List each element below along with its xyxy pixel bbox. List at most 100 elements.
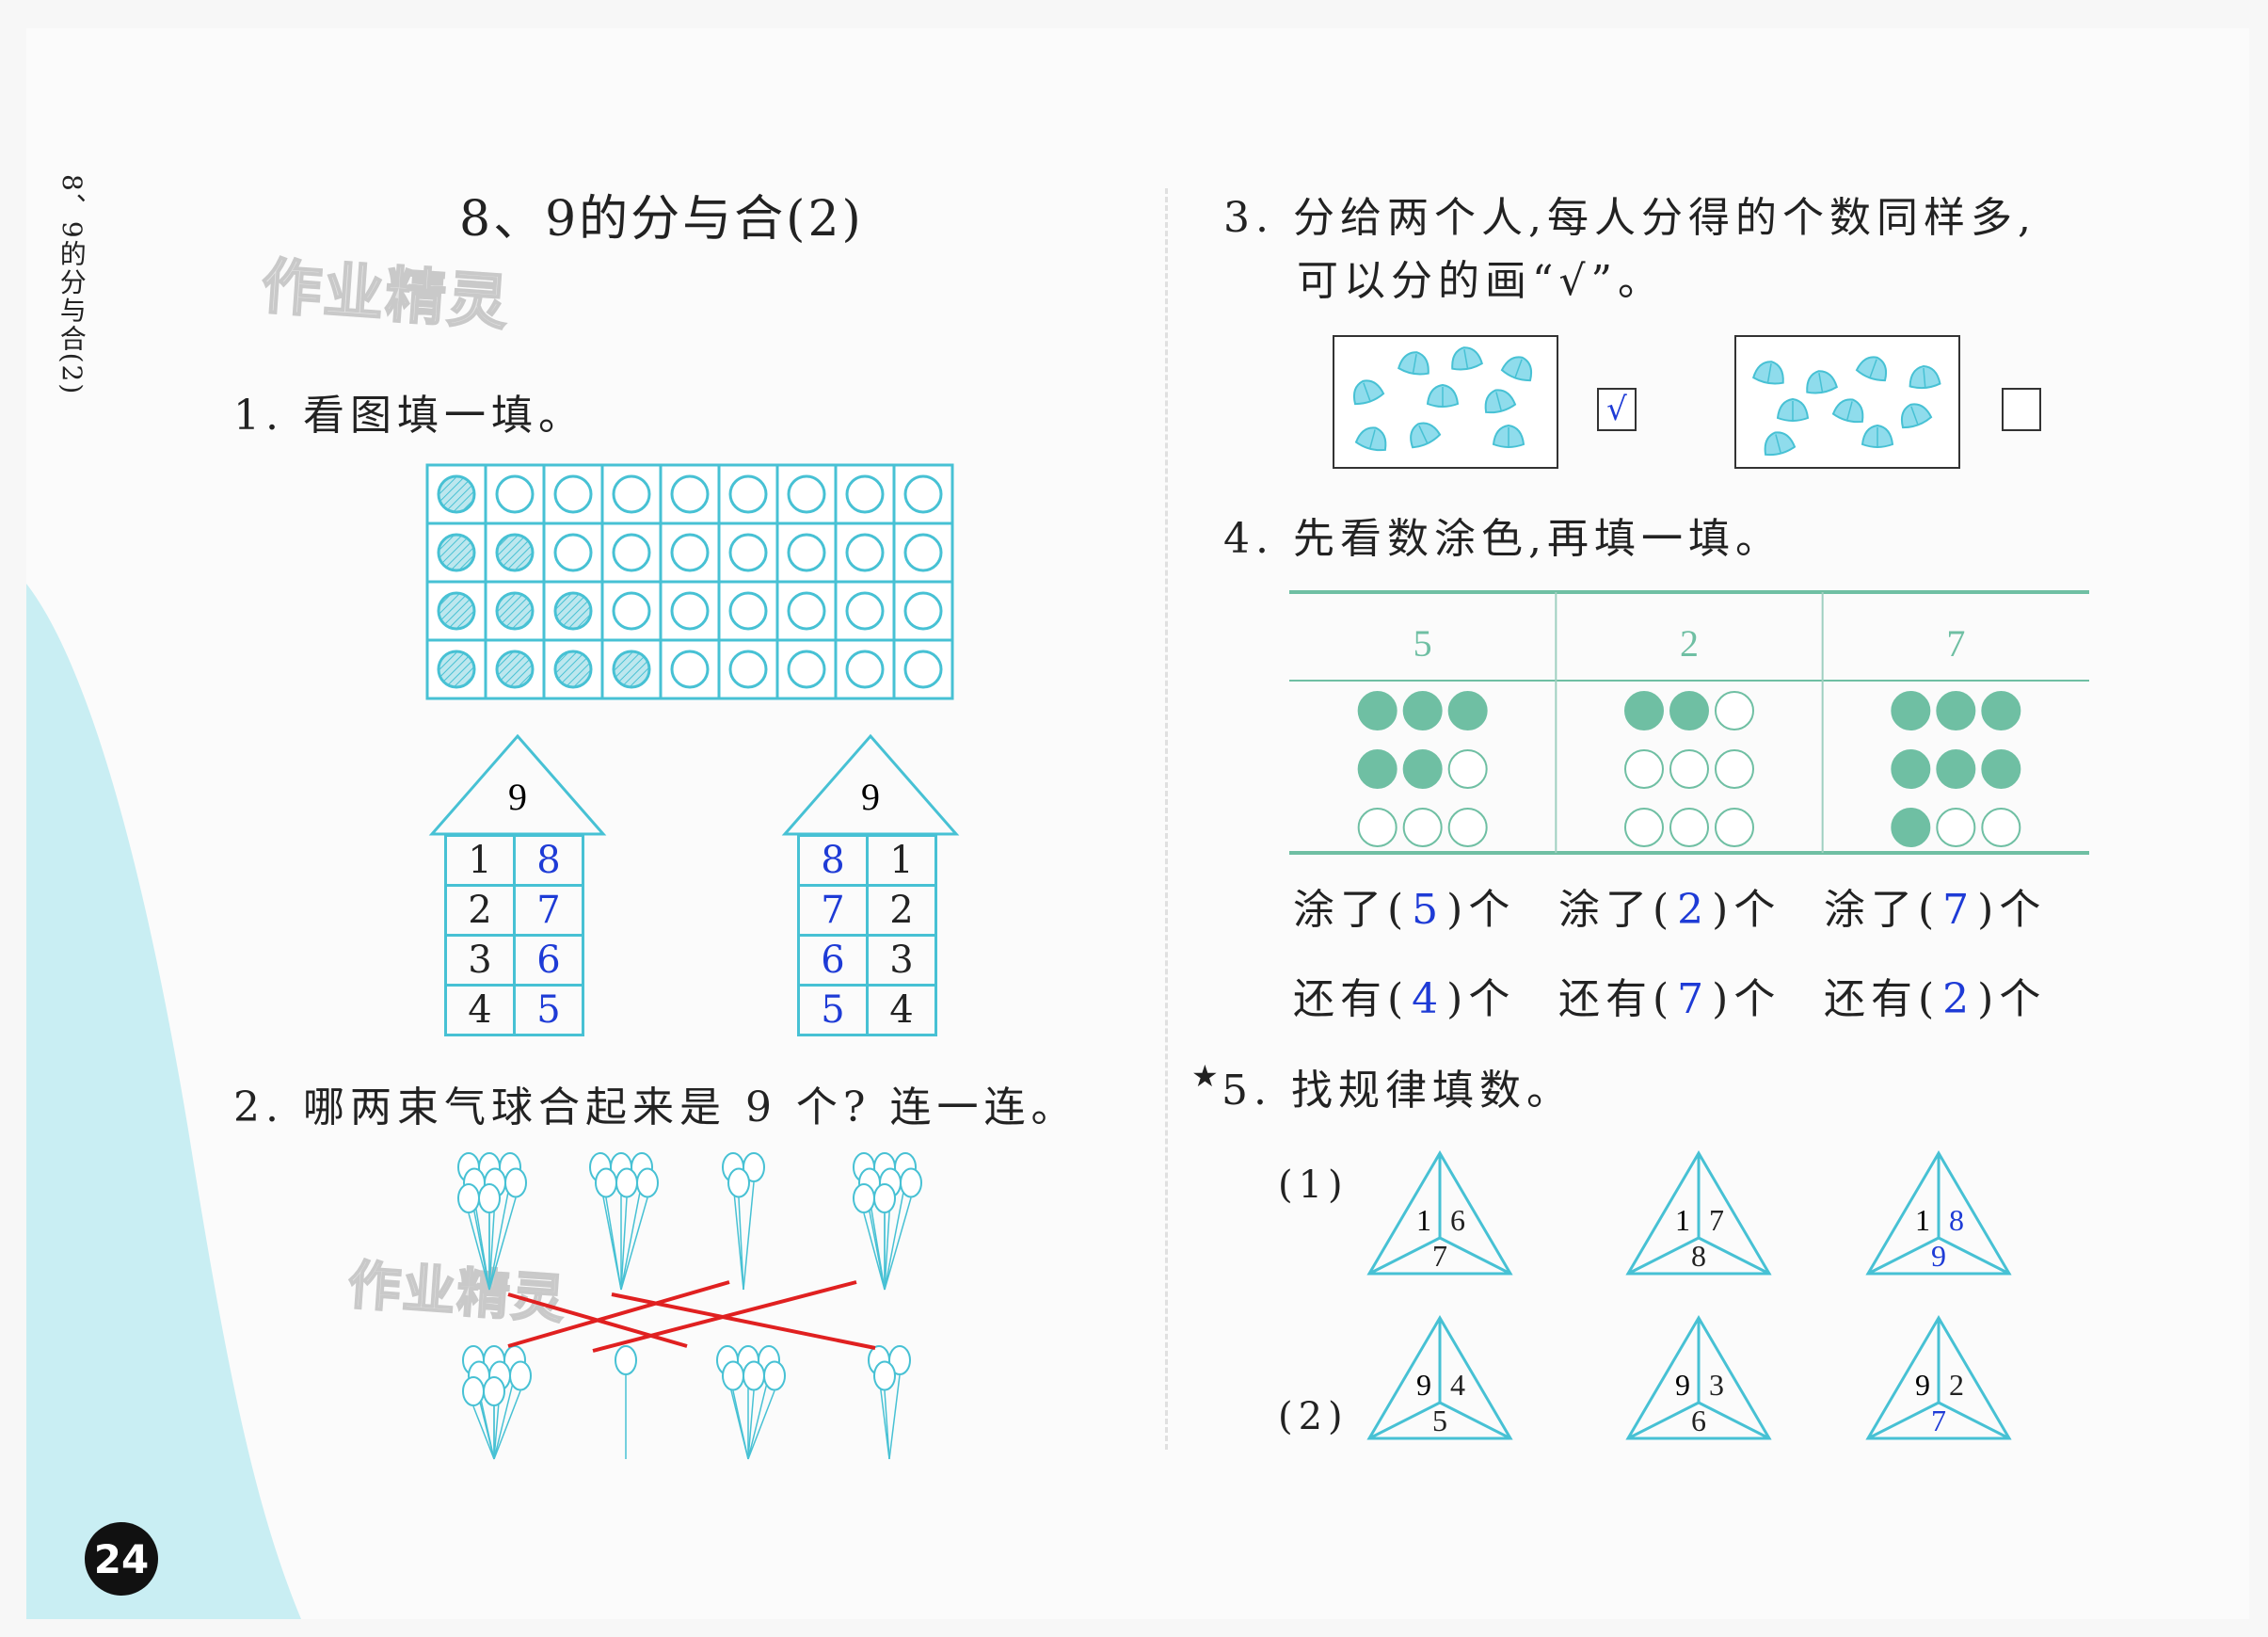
balloon-string bbox=[473, 1197, 490, 1291]
empty-circle bbox=[845, 591, 885, 631]
balloon-string bbox=[488, 1197, 496, 1291]
remain-value: 2 bbox=[1942, 975, 1975, 1023]
balloon-string bbox=[468, 1212, 490, 1291]
painted-prefix: 涂了( bbox=[1824, 886, 1941, 934]
side-title: 8、9的分与合(2) bbox=[56, 174, 88, 396]
triangle-number: 7 bbox=[1432, 1239, 1447, 1273]
painted-count-3: 涂了(7)个 bbox=[1824, 875, 2046, 936]
balloon-bunch bbox=[722, 1152, 765, 1291]
shell-icon bbox=[1900, 403, 1933, 429]
balloon-string bbox=[472, 1405, 495, 1460]
empty-dot bbox=[1624, 749, 1664, 789]
painted-suffix: )个 bbox=[1712, 886, 1781, 934]
shell-icon bbox=[1451, 346, 1483, 371]
triangle-number: 5 bbox=[1432, 1404, 1447, 1437]
balloon-icon bbox=[615, 1345, 637, 1375]
empty-circle bbox=[845, 650, 885, 689]
shell-box-1 bbox=[1333, 335, 1558, 469]
remaining-count-1: 还有(4)个 bbox=[1293, 965, 1515, 1025]
empty-circle bbox=[553, 533, 593, 572]
empty-circle bbox=[612, 474, 651, 514]
empty-circle bbox=[728, 650, 768, 689]
connect-line bbox=[507, 1280, 730, 1348]
triangle-number: 8 bbox=[1949, 1203, 1964, 1237]
hatched-circle bbox=[437, 533, 476, 572]
empty-circle bbox=[612, 533, 651, 572]
empty-dot bbox=[1402, 808, 1443, 847]
house-answer: 6 bbox=[797, 934, 869, 987]
painted-suffix: )个 bbox=[1977, 886, 2047, 934]
balloon-icon bbox=[457, 1183, 480, 1213]
remain-value: 7 bbox=[1677, 975, 1710, 1023]
empty-dot bbox=[1447, 808, 1488, 847]
empty-circle bbox=[670, 474, 710, 514]
balloon-icon bbox=[873, 1183, 896, 1213]
painted-prefix: 涂了( bbox=[1293, 886, 1410, 934]
hatched-circle bbox=[495, 650, 535, 689]
house-cell: 2 bbox=[866, 884, 937, 937]
painted-prefix: 涂了( bbox=[1558, 886, 1675, 934]
empty-dot bbox=[1669, 749, 1709, 789]
house-answer: 6 bbox=[513, 934, 584, 987]
balloon-icon bbox=[478, 1183, 501, 1213]
row1-label: (1) bbox=[1278, 1164, 1349, 1207]
shell-icon-group bbox=[1352, 346, 1533, 452]
workbook-page bbox=[26, 28, 2249, 1619]
balloon-icon bbox=[722, 1360, 744, 1391]
empty-circle bbox=[787, 474, 826, 514]
painted-count-1: 涂了(5)个 bbox=[1293, 875, 1515, 936]
shell-icon bbox=[1500, 356, 1533, 382]
colored-dot bbox=[1357, 749, 1398, 789]
balloon-string bbox=[493, 1390, 521, 1460]
balloon-string bbox=[884, 1181, 906, 1291]
empty-circle bbox=[728, 591, 768, 631]
balloon-string bbox=[743, 1181, 755, 1291]
column-header: 5 bbox=[1414, 622, 1432, 665]
house-cell: 1 bbox=[444, 834, 516, 887]
empty-dot bbox=[1936, 808, 1976, 847]
empty-circle bbox=[903, 533, 943, 572]
empty-circle bbox=[495, 474, 535, 514]
empty-circle bbox=[845, 533, 885, 572]
triangle-number: 4 bbox=[1450, 1368, 1465, 1402]
empty-dot bbox=[1715, 691, 1754, 730]
painted-value: 5 bbox=[1412, 886, 1445, 934]
balloon-string bbox=[488, 1197, 517, 1291]
shell-icon bbox=[1855, 356, 1888, 382]
colored-dot bbox=[1447, 691, 1488, 730]
hatched-circle bbox=[437, 474, 476, 514]
balloon-icon bbox=[743, 1152, 765, 1182]
empty-circle bbox=[728, 474, 768, 514]
balloon-string bbox=[732, 1181, 744, 1291]
colored-dot bbox=[1891, 808, 1931, 847]
connect-line bbox=[611, 1292, 876, 1350]
balloon-string bbox=[605, 1197, 622, 1291]
balloon-string bbox=[620, 1197, 648, 1291]
q2-label: 2. 哪两束气球合起来是 9 个? 连一连。 bbox=[233, 1083, 1078, 1131]
balloon-bunch bbox=[589, 1152, 659, 1291]
shell-box-2 bbox=[1734, 335, 1960, 469]
house-roof-right: 9 bbox=[781, 733, 960, 836]
q1-label: 1. 看图填一填。 bbox=[233, 392, 585, 440]
balloon-icon bbox=[504, 1167, 527, 1198]
house-answer: 8 bbox=[797, 834, 869, 887]
empty-circle bbox=[670, 533, 710, 572]
q3-label-line2: 可以分的画“√”。 bbox=[1297, 257, 1666, 305]
checkbox-1[interactable]: √ bbox=[1597, 388, 1637, 431]
checkbox-2[interactable] bbox=[2002, 388, 2041, 431]
house-answer: 8 bbox=[513, 834, 584, 887]
house-cell: 4 bbox=[866, 984, 937, 1036]
empty-dot bbox=[1669, 808, 1709, 847]
house-answer: 7 bbox=[513, 884, 584, 937]
colored-dot bbox=[1891, 749, 1931, 789]
balloon-icon bbox=[509, 1360, 532, 1391]
house-roof-left: 9 bbox=[428, 733, 607, 836]
triangle-number: 1 bbox=[1915, 1203, 1930, 1237]
hatched-circle bbox=[553, 650, 593, 689]
balloon-string bbox=[488, 1181, 511, 1291]
house-top-number: 9 bbox=[861, 776, 880, 818]
house-cell: 3 bbox=[444, 934, 516, 987]
